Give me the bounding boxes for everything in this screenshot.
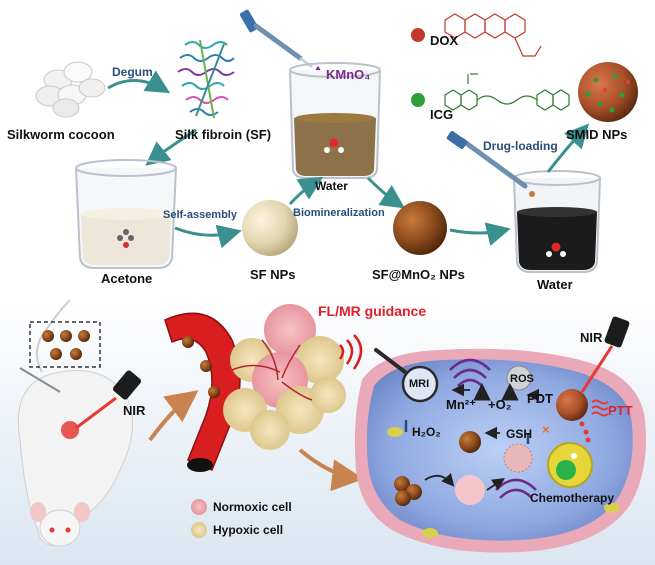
nucleus-icon [547, 442, 593, 488]
legend-hypoxic-swatch [191, 522, 207, 538]
nanoparticle-icon [70, 348, 82, 360]
heat-wave-icon [591, 399, 609, 417]
label-degum: Degum [112, 65, 153, 79]
release-arrow [486, 478, 505, 491]
nanoparticle-icon [393, 201, 447, 255]
laser-icon [75, 370, 142, 430]
label-nir-cell: NIR [580, 330, 603, 345]
arrow-to-acetone [145, 128, 197, 166]
mouse-icon [17, 299, 133, 547]
nanoparticle-icon [578, 62, 638, 122]
biomineralization-arrow [366, 176, 405, 209]
nanoparticle-icon [60, 330, 72, 342]
arrow-to-tumor [148, 390, 199, 442]
organelle-icon [387, 427, 403, 437]
label-water-bottom: Water [537, 277, 573, 292]
label-silkworm-cocoon: Silkworm cocoon [7, 127, 115, 142]
cocoon-icon [35, 61, 106, 118]
drug-release-dots [579, 421, 591, 443]
label-smid-nps: SMID NPs [566, 127, 628, 142]
nanoparticle-icon [78, 330, 90, 342]
label-biomineralization: Biomineralization [293, 207, 385, 219]
nanoparticle-icon [459, 431, 481, 453]
pipette-icon [239, 9, 313, 68]
beaker-icon [75, 159, 177, 269]
arrow-to-cell [298, 448, 364, 492]
label-normoxic-cell: Normoxic cell [213, 500, 292, 514]
injection-particles-box [29, 321, 101, 368]
degrading-particle [503, 443, 533, 473]
label-sf-nps: SF NPs [250, 267, 296, 282]
icg-molecule [411, 73, 570, 111]
label-water-top: Water [315, 179, 348, 193]
label-h2o2: H₂O₂ [412, 425, 441, 439]
degum-arrow [107, 70, 171, 94]
endosome [455, 475, 485, 505]
beaker-icon [513, 170, 601, 273]
label-nir-mouse: NIR [123, 403, 146, 418]
label-sf-mno2-nps: SF@MnO₂ NPs [372, 267, 465, 282]
label-silk-fibroin: Silk fibroin (SF) [175, 127, 272, 142]
beaker-icon [289, 62, 381, 179]
nanoparticle-icon [394, 476, 410, 492]
label-ptt: PTT [608, 403, 633, 418]
nanoparticle-icon [50, 348, 62, 360]
organelle-icon [604, 503, 620, 513]
label-ros: ROS [510, 373, 534, 385]
label-self-assembly: Self-assembly [163, 209, 237, 221]
dox-molecule [411, 13, 542, 57]
label-drug-loading: Drug-loading [483, 139, 558, 153]
tumor-icon [223, 304, 346, 450]
label-kmno4: KMnO₄ [326, 67, 371, 82]
uptake-arrow [424, 473, 455, 487]
label-chemotherapy: Chemotherapy [530, 491, 615, 505]
label-hypoxic-cell: Hypoxic cell [213, 523, 284, 537]
label-acetone: Acetone [101, 271, 153, 286]
nanoparticle-icon [556, 389, 588, 421]
self-assembly-arrow [174, 224, 242, 249]
organelle-icon [422, 528, 438, 538]
mri-magnifier-icon [374, 348, 439, 403]
label-dox: DOX [430, 33, 459, 48]
nanoparticle-icon [395, 490, 411, 506]
nanoparticle-icon [242, 200, 298, 256]
nanoparticle-icon [42, 330, 54, 342]
laser-icon [580, 316, 630, 393]
arrow-sf-to-water [288, 176, 324, 206]
legend-normoxic-swatch [191, 499, 207, 515]
inhibit-mark: × [542, 422, 550, 437]
signal-wave-icon [338, 334, 363, 370]
cell-icon [354, 348, 646, 553]
blood-vessel-icon [164, 312, 241, 472]
label-mn-ions: Mn²⁺ [446, 397, 476, 412]
pipette-icon [446, 130, 535, 197]
label-o2: +O₂ [488, 397, 512, 412]
drug-loading-arrow [546, 123, 590, 173]
syringe-icon [19, 367, 61, 393]
label-fl-mr-guidance: FL/MR guidance [318, 303, 427, 319]
label-icg: ICG [430, 107, 454, 122]
label-pdt: PDT [527, 391, 553, 406]
label-gsh: GSH [506, 427, 533, 441]
label-mri: MRI [409, 378, 430, 390]
arrow-to-black-beaker [449, 222, 511, 246]
protein-structure-icon [177, 39, 235, 119]
